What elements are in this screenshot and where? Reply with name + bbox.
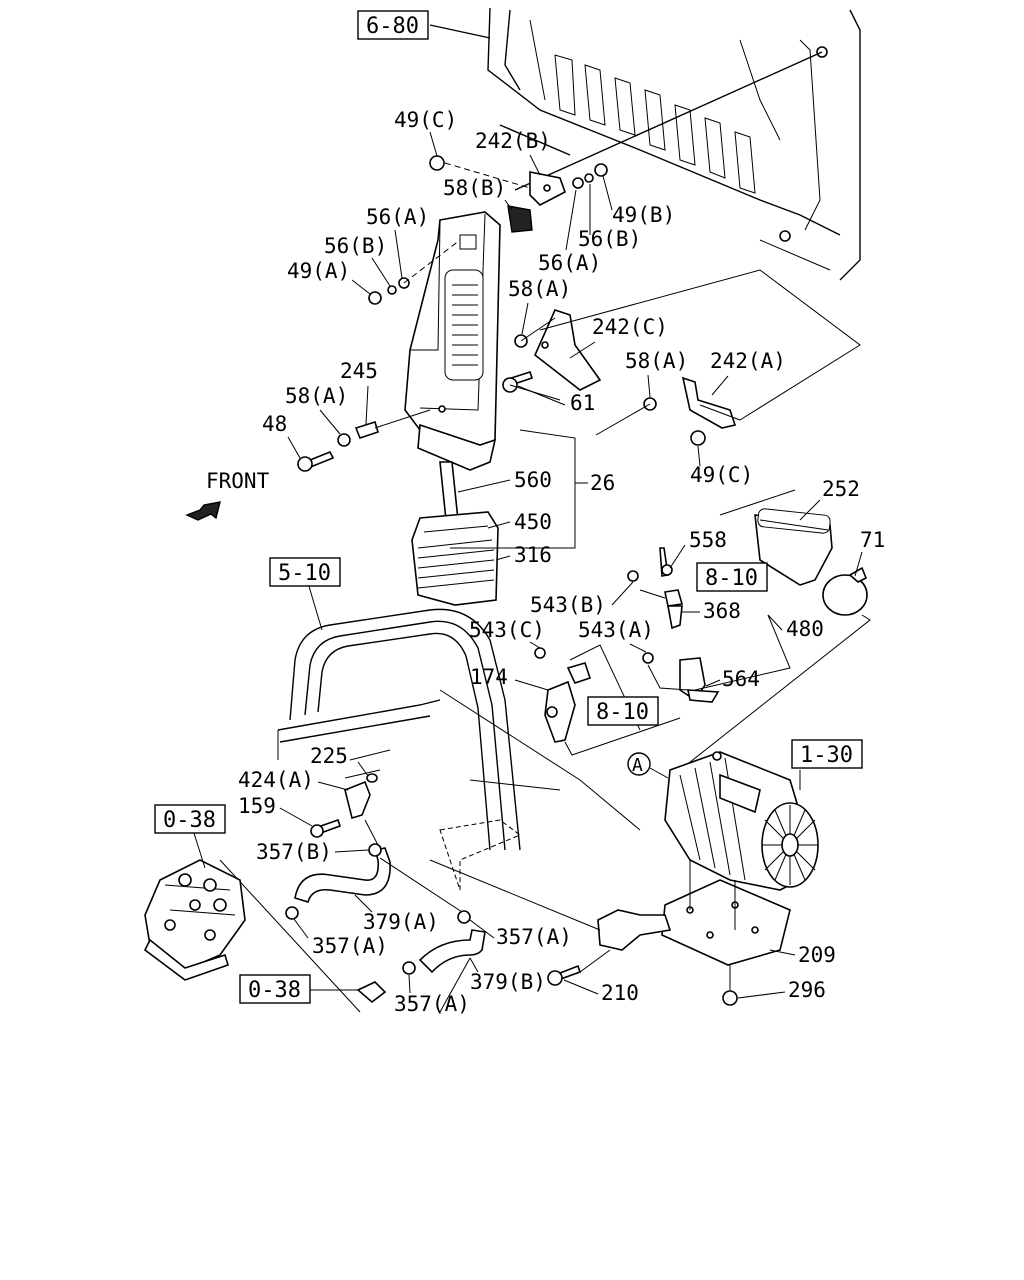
washer-56b [584,173,594,183]
bolt-159 [310,818,342,838]
label-368: 368 [703,599,741,623]
front-arrow-icon [185,501,221,521]
label-242a: 242(A) [710,349,786,373]
label-56a-right: 56(A) [538,251,601,275]
nut-49b [594,163,608,177]
label-58a-right: 58(A) [625,349,688,373]
bracket-242b [529,171,566,206]
ref-box-1-30 [791,739,863,769]
label-450: 450 [514,510,552,534]
label-543a: 543(A) [578,618,654,642]
ref-1-30: 1-30 [800,743,853,768]
washer-56a [572,177,584,189]
ref-6-80: 6-80 [366,14,419,39]
label-26: 26 [590,471,615,495]
nut-49a [368,291,382,305]
ref-box-8-10-lower [587,696,659,726]
air-intake-duct [404,211,501,471]
label-543c: 543(C) [469,618,545,642]
ref-0-38-lower: 0-38 [248,978,301,1003]
label-357a-right: 357(A) [496,925,572,949]
cab-rear-panel [487,7,861,281]
label-49b: 49(B) [612,203,675,227]
label-61: 61 [570,391,595,415]
label-357b: 357(B) [256,840,332,864]
label-209: 209 [798,943,836,967]
label-56b-left: 56(B) [324,234,387,258]
collar-245 [354,420,379,439]
label-58a-mid: 58(A) [508,277,571,301]
label-49c-top: 49(C) [394,108,457,132]
label-424a: 424(A) [238,768,314,792]
clamp-357a-left [285,906,299,920]
mount-58b [507,205,533,233]
hose-379a [294,847,391,904]
label-379b: 379(B) [470,970,546,994]
label-56a-left: 56(A) [366,205,429,229]
ref-box-5-10 [269,557,341,587]
nut-296 [722,990,738,1006]
label-58b: 58(B) [443,176,506,200]
ref-box-8-10-upper [696,562,768,592]
fitting-0-38 [356,981,387,1004]
clamp-357b [368,843,382,857]
ref-8-10-lower: 8-10 [596,700,649,725]
label-245: 245 [340,359,378,383]
label-49c-bottom: 49(C) [690,463,753,487]
label-357a-bottom: 357(A) [394,992,470,1016]
nut-49c-top [429,155,445,171]
air-cleaner-cover-252 [754,508,833,586]
fitting-424a [344,773,378,820]
label-210: 210 [601,981,639,1005]
label-71: 71 [860,528,885,552]
hose-clamp-71 [822,566,868,616]
label-159: 159 [238,794,276,818]
label-296: 296 [788,978,826,1002]
front-label: FRONT [206,469,270,493]
ref-box-6-80 [357,10,429,40]
label-49a: 49(A) [287,259,350,283]
label-558: 558 [689,528,727,552]
label-242c: 242(C) [592,315,668,339]
bracket-242a [681,376,737,429]
ref-0-38-upper: 0-38 [163,808,216,833]
guard-frame [277,608,641,891]
bolt-48 [297,450,335,472]
label-543b: 543(B) [530,593,606,617]
label-379a: 379(A) [363,910,439,934]
label-48: 48 [262,412,287,436]
ref-box-0-38-lower [239,974,311,1004]
callout-a: A [632,755,643,776]
label-174: 174 [470,665,508,689]
ref-box-0-38-upper [154,804,226,834]
shift-boot [411,461,499,606]
clamp-357a-right [457,910,471,924]
bolt-210 [547,964,582,986]
bolt-61 [502,370,534,393]
module-174 [544,662,592,743]
bracket-209 [597,860,791,966]
label-252: 252 [822,477,860,501]
label-316: 316 [514,543,552,567]
washer-56b-left [387,285,397,295]
callout-a-circle [627,752,651,776]
label-242b: 242(B) [475,129,551,153]
ref-5-10: 5-10 [278,561,331,586]
label-357a-left: 357(A) [312,934,388,958]
hose-379b [418,929,486,974]
ref-8-10-upper: 8-10 [705,566,758,591]
clamp-357a-bottom [402,961,416,975]
bracket-242c [534,309,602,391]
pump-0-38 [143,859,246,981]
label-225: 225 [310,744,348,768]
label-560: 560 [514,468,552,492]
label-564: 564 [722,667,760,691]
nut-58a-left [337,433,351,447]
label-480: 480 [786,617,824,641]
label-58a-left: 58(A) [285,384,348,408]
air-cleaner-body [664,751,819,891]
nut-49c-bottom [690,430,706,446]
label-56b-right: 56(B) [578,227,641,251]
